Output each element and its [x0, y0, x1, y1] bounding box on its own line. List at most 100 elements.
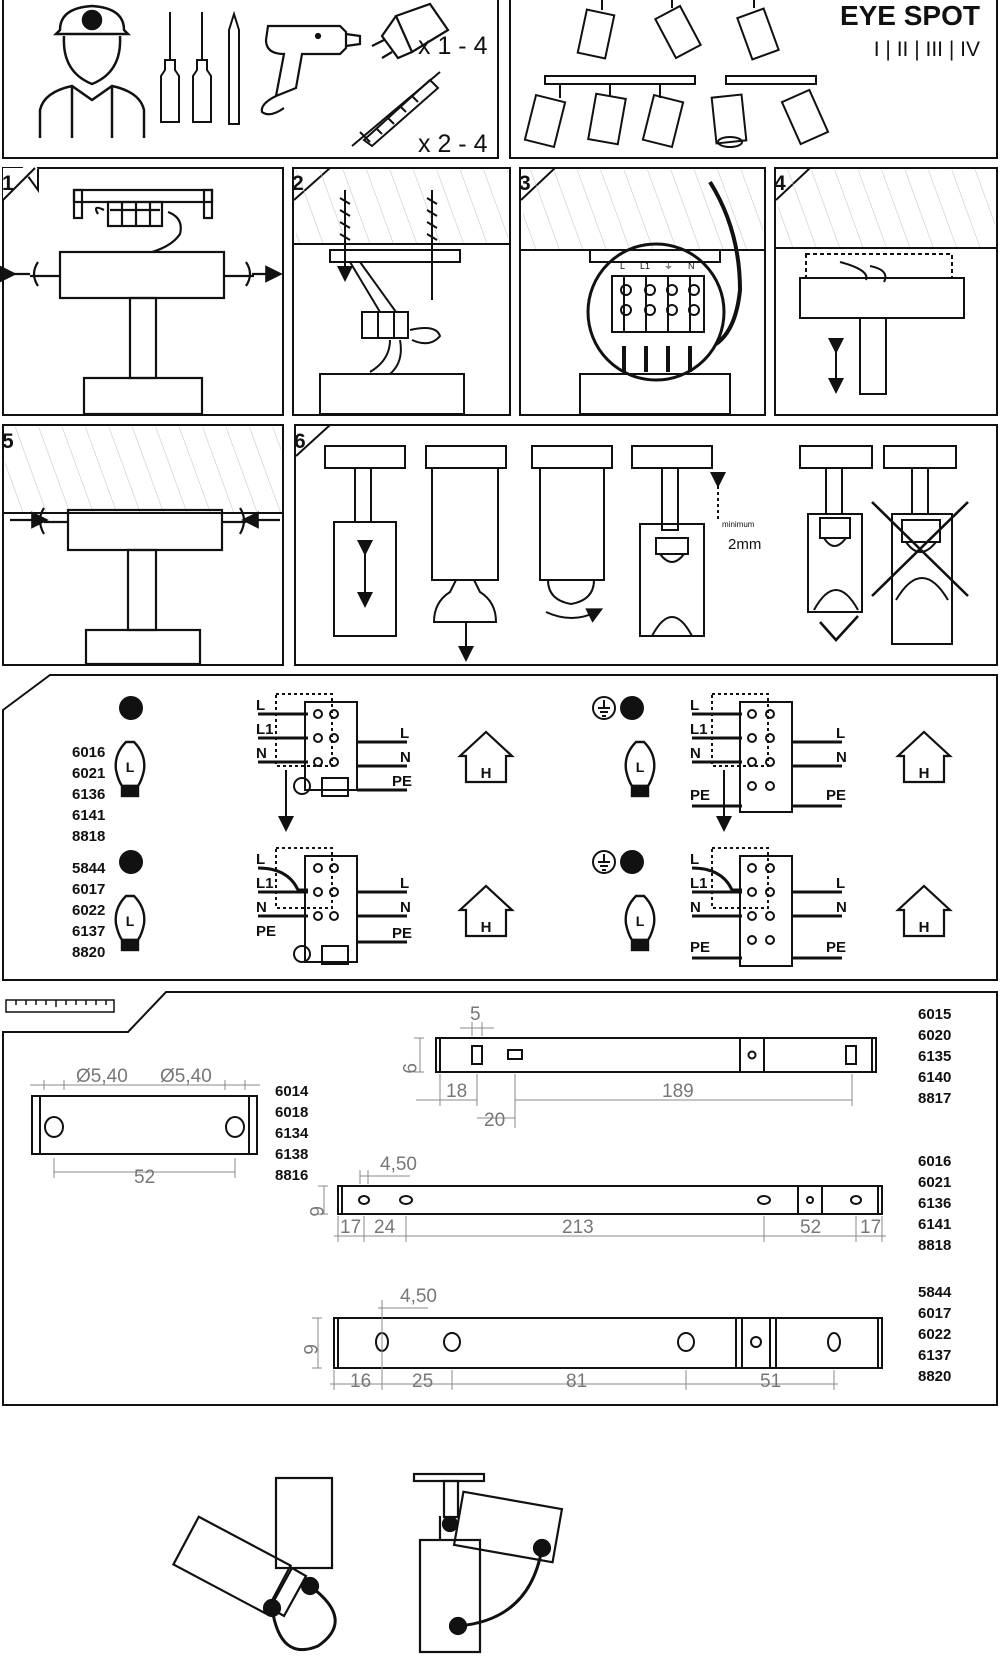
dim-b2-hole: 4,50: [380, 1154, 417, 1175]
dim-b2-d1: 17: [340, 1217, 361, 1238]
dim-b3-d4: 51: [760, 1371, 781, 1392]
wire-label: L1: [690, 721, 708, 738]
wire-label: N: [256, 745, 267, 762]
wire-label: PE: [826, 787, 846, 804]
bracket-2-code: 8818: [918, 1237, 951, 1254]
case-2-code: 6137: [72, 923, 105, 940]
bracket-small-code: 6014: [275, 1083, 309, 1100]
dim-b3-d2: 25: [412, 1371, 433, 1392]
bracket-1-code: 6140: [918, 1069, 951, 1086]
wiring-panel: 1 2 6016 6021 6136 6141 8818 5844 6017 6…: [2, 674, 998, 981]
wire-label: N: [400, 899, 411, 916]
dim-b1-d3: 189: [662, 1081, 694, 1102]
wire-label: PE: [690, 787, 710, 804]
bracket-1-code: 6020: [918, 1027, 951, 1044]
wire-label: PE: [392, 925, 412, 942]
dowel-quantity: x 2 - 4: [418, 130, 488, 158]
dim-b2-d5: 17: [860, 1217, 881, 1238]
case-2-code: 5844: [72, 860, 106, 877]
step-3-number: 3: [519, 172, 531, 195]
case-1-code: 6141: [72, 807, 105, 824]
wire-label: L1: [690, 875, 708, 892]
case-2-earth-marker-number: 2: [628, 855, 636, 872]
house-letter: H: [919, 919, 930, 936]
dim-b1-d1: 18: [446, 1081, 467, 1102]
case-1-marker-icon: [119, 696, 143, 720]
wire-label: L: [400, 725, 409, 742]
bracket-3-code: 6137: [918, 1347, 951, 1364]
dim-small-spacing: 52: [134, 1167, 155, 1188]
step-1-panel: 1: [0, 167, 284, 416]
case-1-code: 6016: [72, 744, 105, 761]
product-panel: EYE SPOT I | II | III | IV: [509, 0, 998, 159]
dim-b2-d2: 24: [374, 1217, 396, 1238]
bracket-2-code: 6136: [918, 1195, 951, 1212]
case-2-code: 8820: [72, 944, 105, 961]
wire-label: PE: [826, 939, 846, 956]
product-variants: I | II | III | IV: [874, 38, 980, 61]
case-1-code: 6136: [72, 786, 105, 803]
step-3-terminal-earth: ⏚: [664, 261, 673, 271]
dim-b2-height: 6: [305, 1206, 326, 1217]
bracket-small-code: 8816: [275, 1167, 308, 1184]
case-2-earth-marker-icon: [620, 850, 644, 874]
drill-icon: [260, 24, 362, 116]
wire-label: L: [690, 851, 699, 868]
product-title: EYE SPOT: [840, 0, 980, 31]
house-icon: [457, 730, 953, 938]
dim-b2-d4: 52: [800, 1217, 821, 1238]
case-1-code: 8818: [72, 828, 105, 845]
step-6-minimum-note: minimum: [722, 520, 755, 529]
step-1-number: 1: [2, 172, 14, 195]
step-5-panel: 5: [2, 424, 284, 666]
bracket-2-code: 6016: [918, 1153, 951, 1170]
bracket-3-code: 5844: [918, 1284, 952, 1301]
rotation-illustration: [171, 1472, 564, 1654]
bulb-quantity: x 1 - 4: [418, 32, 488, 60]
bulb-letter: L: [126, 759, 135, 775]
case-1-earth-marker-icon: [620, 696, 644, 720]
wire-label: N: [690, 899, 701, 916]
step-4-panel: 4: [774, 167, 998, 416]
dimensions-panel: Ø5,40 Ø5,40 52 6014 6018 6134 6138 8816 …: [2, 991, 998, 1406]
bracket-2-code: 6021: [918, 1174, 951, 1191]
tools-panel: x 1 - 4 x 2 - 4: [2, 0, 499, 159]
dim-small-hole-b: Ø5,40: [160, 1066, 212, 1087]
wire-label: L: [690, 697, 699, 714]
dim-b3-height: 6: [299, 1344, 320, 1355]
step-5-number: 5: [2, 430, 14, 453]
bulb-letter: L: [636, 759, 645, 775]
dim-small-hole-a: Ø5,40: [76, 1066, 128, 1087]
step-3-terminal-l: L: [620, 261, 625, 271]
bracket-1-code: 6015: [918, 1006, 951, 1023]
step-4-number: 4: [774, 172, 786, 195]
wire-label: N: [256, 899, 267, 916]
bracket-1-code: 6135: [918, 1048, 951, 1065]
step-2-panel: 2: [292, 167, 511, 416]
wire-label: L: [400, 875, 409, 892]
earth-symbol-icon: [592, 696, 616, 874]
wire-label: PE: [256, 923, 276, 940]
bracket-2-code: 6141: [918, 1216, 951, 1233]
step-2-number: 2: [292, 172, 304, 195]
bracket-1-code: 8817: [918, 1090, 951, 1107]
case-2-marker-number: 2: [127, 855, 135, 872]
step-3-panel: 3 L L1 ⏚ N: [519, 167, 766, 416]
step-6-panel: 6: [294, 424, 998, 666]
bracket-3-code: 6017: [918, 1305, 951, 1322]
wire-label: L1: [256, 875, 274, 892]
bracket-3-code: 8820: [918, 1368, 951, 1385]
bracket-3-code: 6022: [918, 1326, 951, 1343]
dim-b3-hole: 4,50: [400, 1286, 437, 1307]
step-3-terminal-l1: L1: [640, 261, 650, 271]
bulb-letter: L: [636, 913, 645, 929]
case-2-code: 6017: [72, 881, 105, 898]
bracket-small-code: 6138: [275, 1146, 308, 1163]
dim-b1-d2: 20: [484, 1110, 505, 1131]
electrician-icon: [38, 4, 146, 138]
wire-label: L: [256, 697, 265, 714]
lamp-variants-icon: [523, 0, 830, 149]
bracket-small-code: 6134: [275, 1125, 309, 1142]
bracket-small-code: 6018: [275, 1104, 308, 1121]
wire-label: N: [836, 749, 847, 766]
